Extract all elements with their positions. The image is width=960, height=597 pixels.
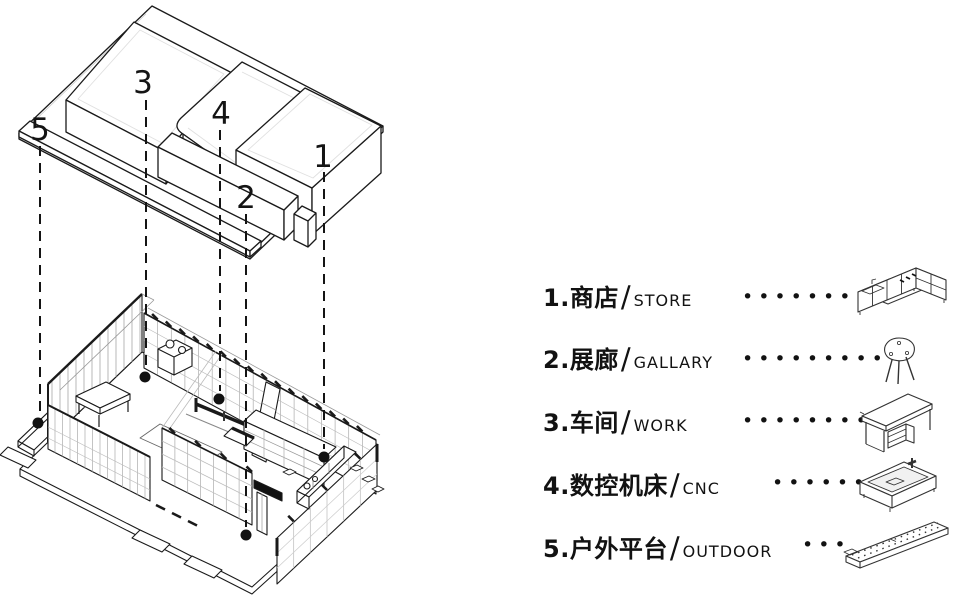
dot-leader-work: ••••••••• (742, 410, 888, 432)
slash-separator: / (669, 468, 680, 502)
east-front-wall-shelves (276, 458, 378, 569)
slash-separator: / (669, 531, 680, 565)
stool-icon (872, 330, 926, 394)
exploded-volumes (18, 5, 384, 260)
outdoor-deck-icon (842, 516, 954, 578)
legend-row-cnc: 4.数控机床/CNC (543, 466, 720, 502)
dot-leader-store: ••••••••• (742, 286, 888, 308)
legend-row-work: 3.车间/WORK (543, 403, 688, 439)
back-cabinet (157, 339, 193, 376)
doorway-block (253, 479, 283, 502)
legend-row-store: 1.商店/STORE (543, 278, 693, 314)
dot-leader-cnc: •••••• (772, 472, 870, 494)
legend-zh-label: 户外平台 (569, 535, 668, 563)
work-table (75, 381, 131, 427)
slash-separator: / (620, 280, 631, 314)
legend-zh-label: 车间 (569, 409, 619, 437)
legend-en-label: CNC (682, 479, 720, 498)
label-volume-5: 5 (30, 112, 50, 148)
cnc-machine-icon (856, 452, 940, 520)
slash-separator: / (620, 405, 631, 439)
label-volume-3: 3 (133, 65, 153, 101)
cnc-front-wall-shelves (161, 440, 253, 513)
north-shelf-wall-topstrip (147, 307, 381, 436)
dot-leader-outdoor: ••• (802, 534, 851, 556)
floor-dot-1 (318, 451, 330, 463)
floor-dot-3 (139, 371, 151, 383)
legend-row-outdoor: 5.户外平台/OUTDOOR (543, 529, 773, 565)
threshold-ticks (155, 503, 198, 527)
volume-3-left-face (65, 99, 167, 185)
label-volume-1: 1 (313, 139, 333, 175)
store-stools (282, 464, 385, 493)
legend-zh-label: 展廊 (569, 346, 619, 374)
leader-lines (39, 100, 325, 527)
left-partition-lines (161, 350, 223, 432)
southwest-wall-shelves (47, 426, 151, 491)
volume-1-inner-line (247, 93, 373, 179)
floor-dot-4 (213, 393, 225, 405)
workbench-icon (858, 386, 936, 462)
volume-1-top (235, 87, 382, 189)
leader-dots (32, 371, 330, 541)
cnc-front-wall-fins (168, 426, 253, 473)
floor-plan-axon (0, 293, 385, 595)
legend-number: 1. (543, 284, 570, 312)
legend-number: 3. (543, 409, 570, 437)
legend-number: 4. (543, 472, 570, 500)
foundation-pads (0, 446, 223, 579)
cnc-front-wall-topedge (161, 427, 253, 474)
east-front-wall-posts (275, 444, 379, 556)
legend-en-label: WORK (633, 416, 688, 435)
legend-zh-label: 商店 (569, 284, 619, 312)
legend-en-label: STORE (633, 291, 693, 310)
legend-en-label: GALLARY (633, 353, 713, 372)
north-shelf-wall-fins (151, 313, 364, 433)
east-front-wall-verticals (293, 459, 361, 569)
volume-2-top (157, 132, 299, 211)
legend-zh-label: 数控机床 (569, 472, 668, 500)
floor-dot-2 (240, 529, 252, 541)
southwest-wall-topedge (47, 404, 151, 458)
platform-strip-end (249, 240, 262, 258)
slash-separator: / (620, 342, 631, 376)
label-volume-4: 4 (211, 96, 231, 132)
floor-dot-5 (32, 417, 44, 429)
volume-labels: 1 2 3 4 5 (30, 65, 333, 216)
volume-2-end-block (293, 205, 317, 248)
label-volume-2: 2 (236, 180, 256, 216)
legend-number: 5. (543, 535, 570, 563)
east-front-wall-fins (287, 452, 362, 523)
west-wall-top-strip (59, 293, 155, 391)
north-shelf-wall-topedge (143, 312, 377, 441)
west-wall-cap (47, 293, 143, 385)
dot-leader-gallery: ••••••••• (742, 348, 888, 370)
legend-number: 2. (543, 346, 570, 374)
store-counter-icon (852, 258, 952, 332)
store-bench (296, 445, 357, 510)
legend-row-gallery: 2.展廊/GALLARY (543, 340, 713, 376)
legend-en-label: OUTDOOR (682, 542, 773, 561)
